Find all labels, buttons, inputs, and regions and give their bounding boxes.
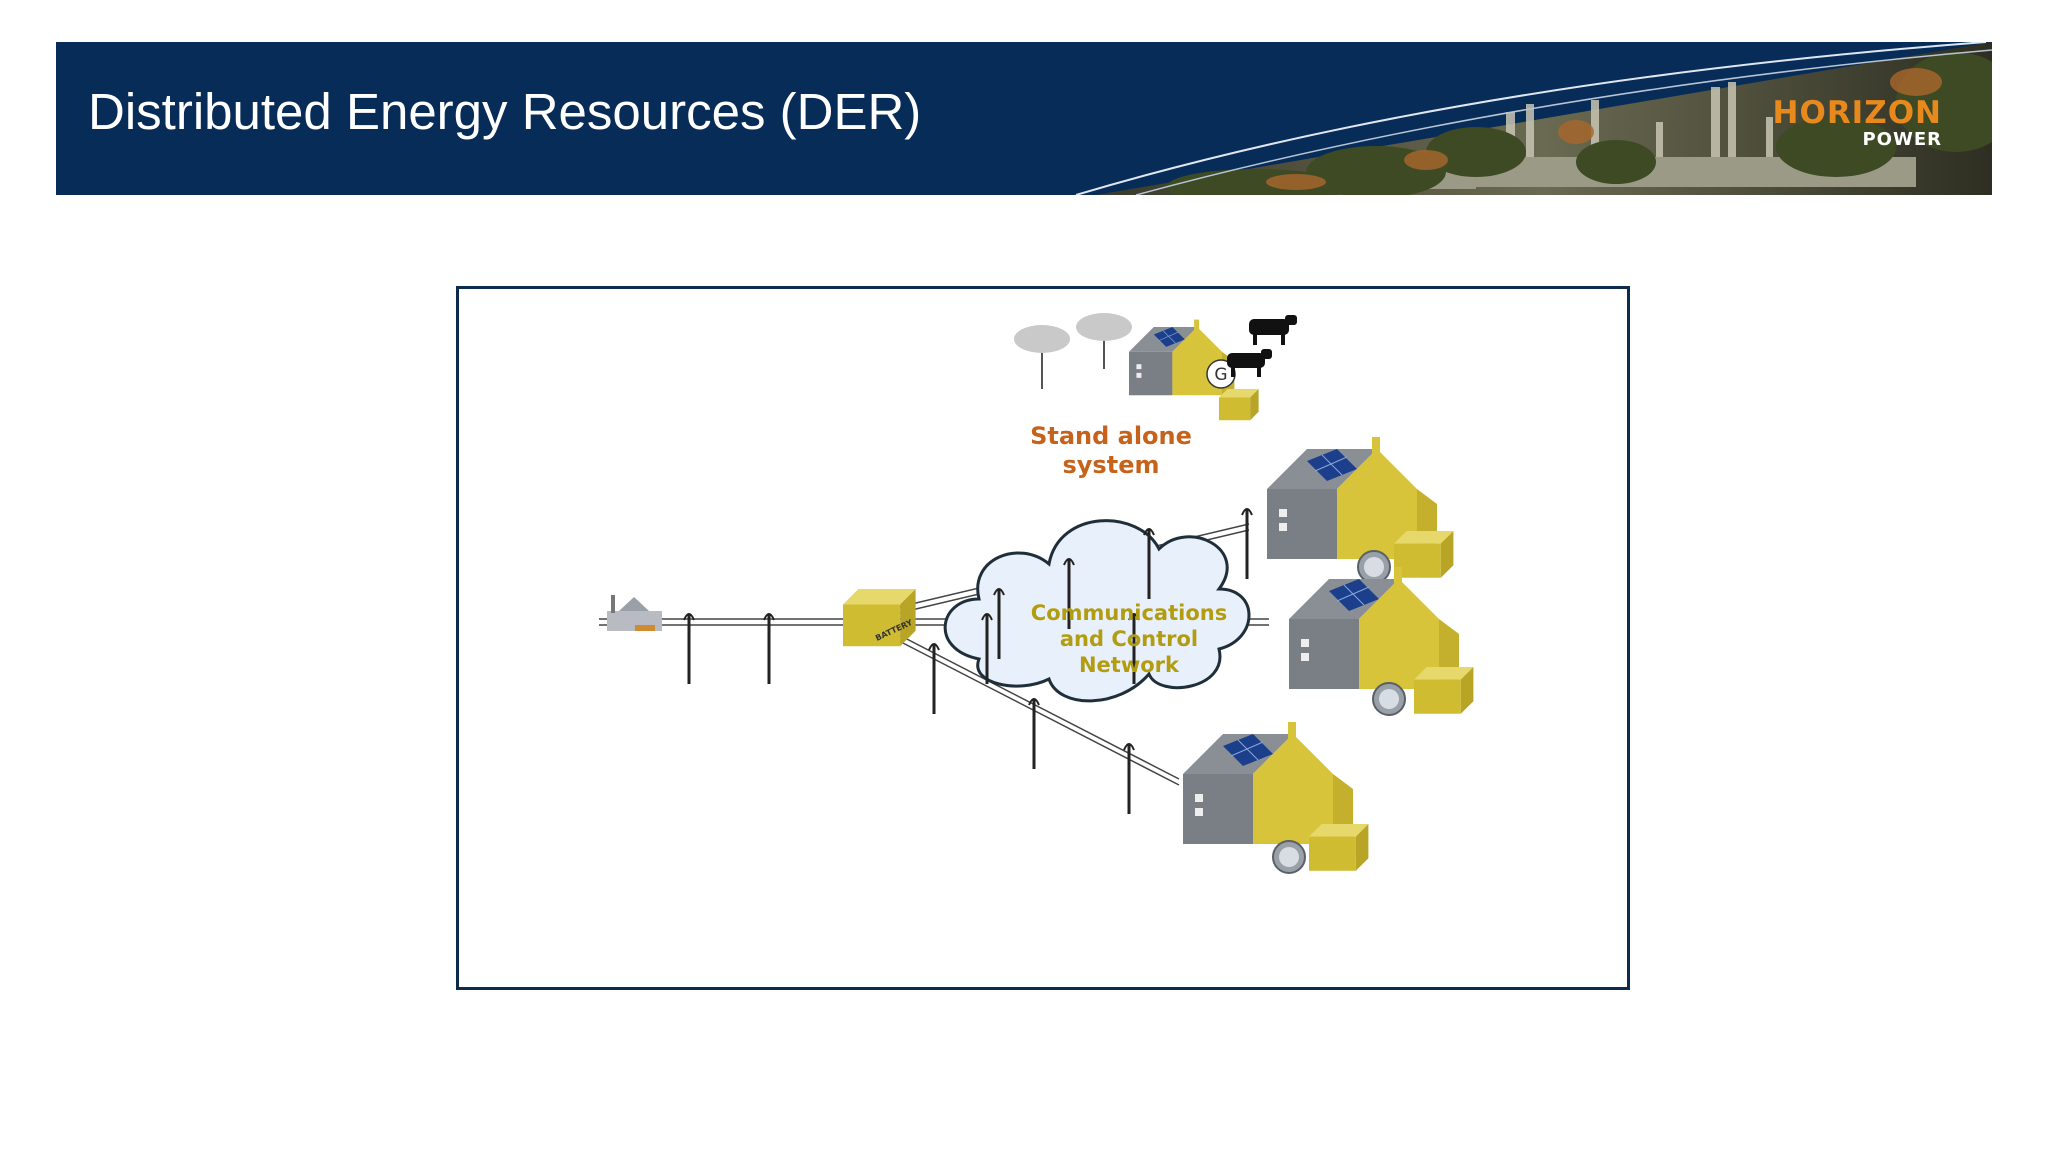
standalone-label-line1: Stand alone (1030, 422, 1192, 450)
standalone-label-line2: system (1063, 451, 1160, 479)
header-banner: Distributed Energy Resources (DER) HORIZ… (56, 42, 1992, 195)
power-station-icon (607, 595, 662, 631)
house-2 (1288, 566, 1474, 716)
generator-label: G (1214, 365, 1227, 385)
cloud-label-line2: and Control (1060, 627, 1198, 651)
cattle-icon (1227, 315, 1297, 377)
cloud-label-line1: Communications (1031, 601, 1227, 625)
house-1 (1266, 436, 1454, 584)
communications-cloud (943, 519, 1251, 703)
page-title: Distributed Energy Resources (DER) (88, 83, 922, 140)
house-3 (1182, 721, 1369, 874)
power-station-banner-image (1075, 42, 1992, 195)
horizon-power-logo: HORIZON POWER (1773, 96, 1942, 150)
central-battery: BATTERY (843, 589, 916, 647)
der-diagram-frame: BATTERY G Stand alo (456, 286, 1630, 990)
der-network-diagram: BATTERY G Stand alo (599, 313, 1474, 874)
logo-text-bottom: POWER (1862, 129, 1942, 150)
cloud-label-line3: Network (1079, 653, 1180, 677)
standalone-system: G Stand alone system (1014, 313, 1297, 479)
logo-text-top: HORIZON (1772, 95, 1942, 131)
